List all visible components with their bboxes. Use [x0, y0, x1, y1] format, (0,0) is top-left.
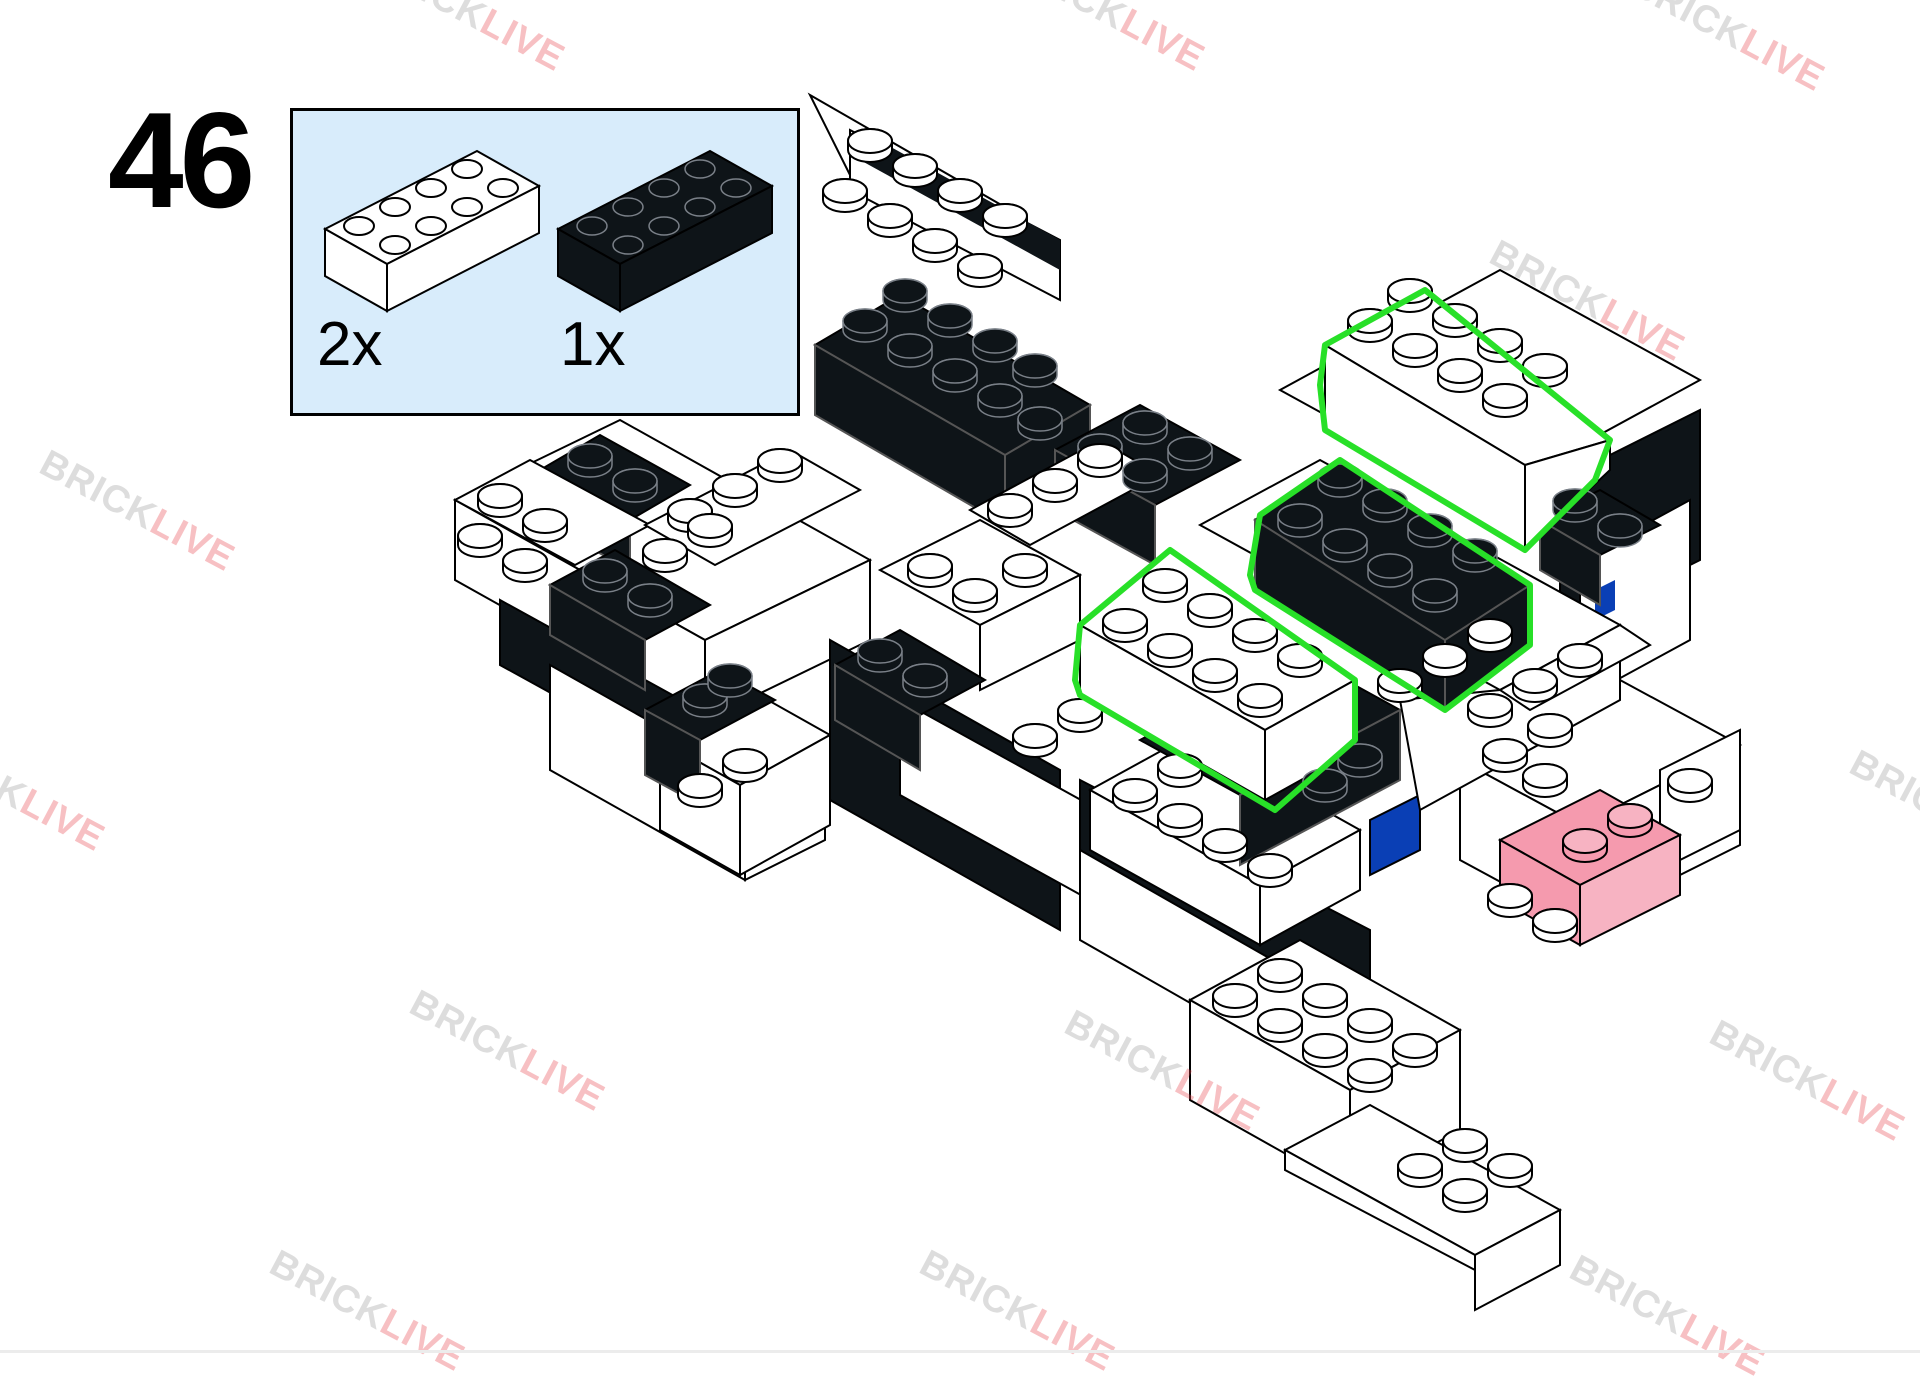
white-brick-quantity: 2x	[317, 310, 383, 379]
parts-callout: 2x 1x	[290, 108, 800, 416]
highlight-white-brick-left	[1072, 547, 1358, 813]
white-2x4-brick-icon	[322, 149, 542, 313]
black-2x4-brick-icon	[555, 149, 775, 313]
highlight-white-brick-top	[1317, 287, 1613, 553]
page-bottom-rule	[0, 1350, 1920, 1353]
highlight-black-brick	[1247, 457, 1533, 713]
black-brick-quantity: 1x	[560, 310, 626, 379]
new-part-highlights	[1072, 287, 1613, 813]
step-number: 46	[108, 84, 255, 236]
